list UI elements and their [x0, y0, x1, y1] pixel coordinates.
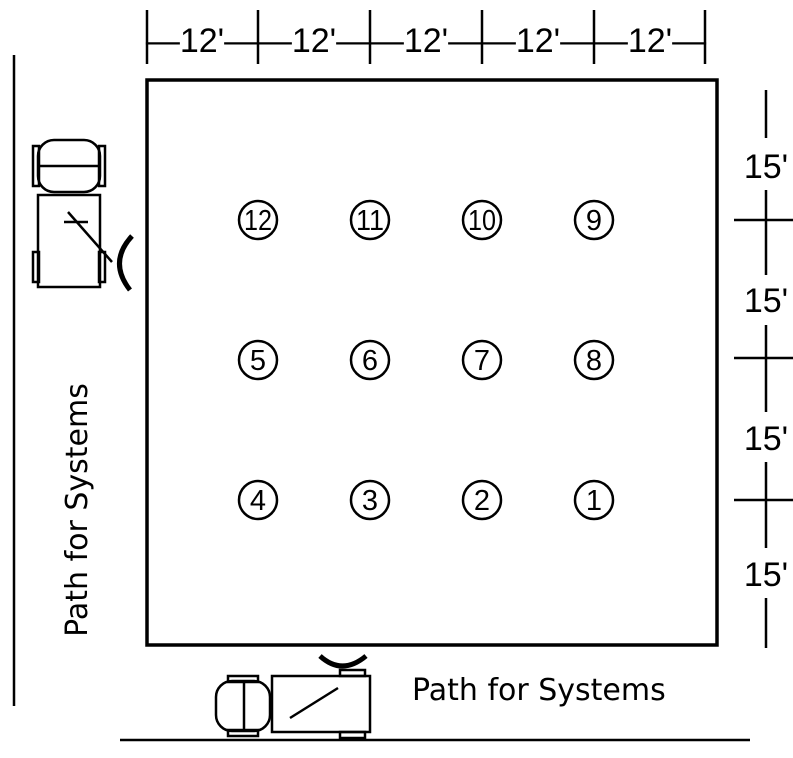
- right-dim-1: 15': [744, 148, 788, 186]
- station-5: 5: [237, 339, 279, 381]
- station-12: 12: [237, 199, 279, 241]
- station-label: 1: [586, 485, 602, 517]
- stations-layer: 12 11 10 9 5 6 7 8 4 3 2 1: [237, 199, 615, 521]
- station-circle: [573, 479, 615, 521]
- station-4: 4: [237, 479, 279, 521]
- right-dim-3: 15': [744, 420, 788, 458]
- field-boundary: [145, 78, 719, 647]
- station-label: 3: [362, 485, 378, 517]
- station-label: 11: [356, 205, 384, 237]
- right-dimension-chain: 15' 15' 15' 15': [734, 90, 793, 648]
- station-circle: [461, 339, 503, 381]
- station-9: 9: [573, 199, 615, 241]
- station-circle: [461, 199, 503, 241]
- station-label: 7: [474, 345, 490, 377]
- station-label: 4: [250, 485, 266, 517]
- station-1: 1: [573, 479, 615, 521]
- top-dim-5: —12'—: [594, 22, 706, 60]
- station-8: 8: [573, 339, 615, 381]
- right-dim-4: 15': [744, 556, 788, 594]
- station-label: 10: [468, 205, 496, 237]
- station-label: 9: [586, 205, 602, 237]
- top-dim-1: —12'—: [146, 22, 258, 60]
- station-circle: [461, 479, 503, 521]
- top-dimension-chain: —12'— —12'— —12'— —12'— —12'—: [145, 10, 707, 64]
- station-circle: [573, 339, 615, 381]
- station-circle: [573, 199, 615, 241]
- tractor-icon: [31, 138, 134, 292]
- left-path-label: Path for Systems: [60, 383, 95, 637]
- station-3: 3: [349, 479, 391, 521]
- station-label: 6: [362, 345, 378, 377]
- tractor-icon: [214, 654, 372, 740]
- station-circle: [237, 199, 279, 241]
- station-10: 10: [461, 199, 503, 241]
- top-dim-4: —12'—: [482, 22, 594, 60]
- station-circle: [237, 479, 279, 521]
- station-circle: [237, 339, 279, 381]
- station-7: 7: [461, 339, 503, 381]
- station-6: 6: [349, 339, 391, 381]
- station-label: 8: [586, 345, 602, 377]
- station-circle: [349, 339, 391, 381]
- top-dim-2: —12'—: [258, 22, 370, 60]
- station-label: 2: [474, 485, 490, 517]
- station-label: 12: [244, 205, 272, 237]
- right-dim-2: 15': [744, 282, 788, 320]
- station-circle: [349, 479, 391, 521]
- station-2: 2: [461, 479, 503, 521]
- station-label: 5: [250, 345, 266, 377]
- bottom-path-label: Path for Systems: [412, 673, 666, 708]
- top-dim-3: —12'—: [370, 22, 482, 60]
- station-11: 11: [349, 199, 391, 241]
- station-circle: [349, 199, 391, 241]
